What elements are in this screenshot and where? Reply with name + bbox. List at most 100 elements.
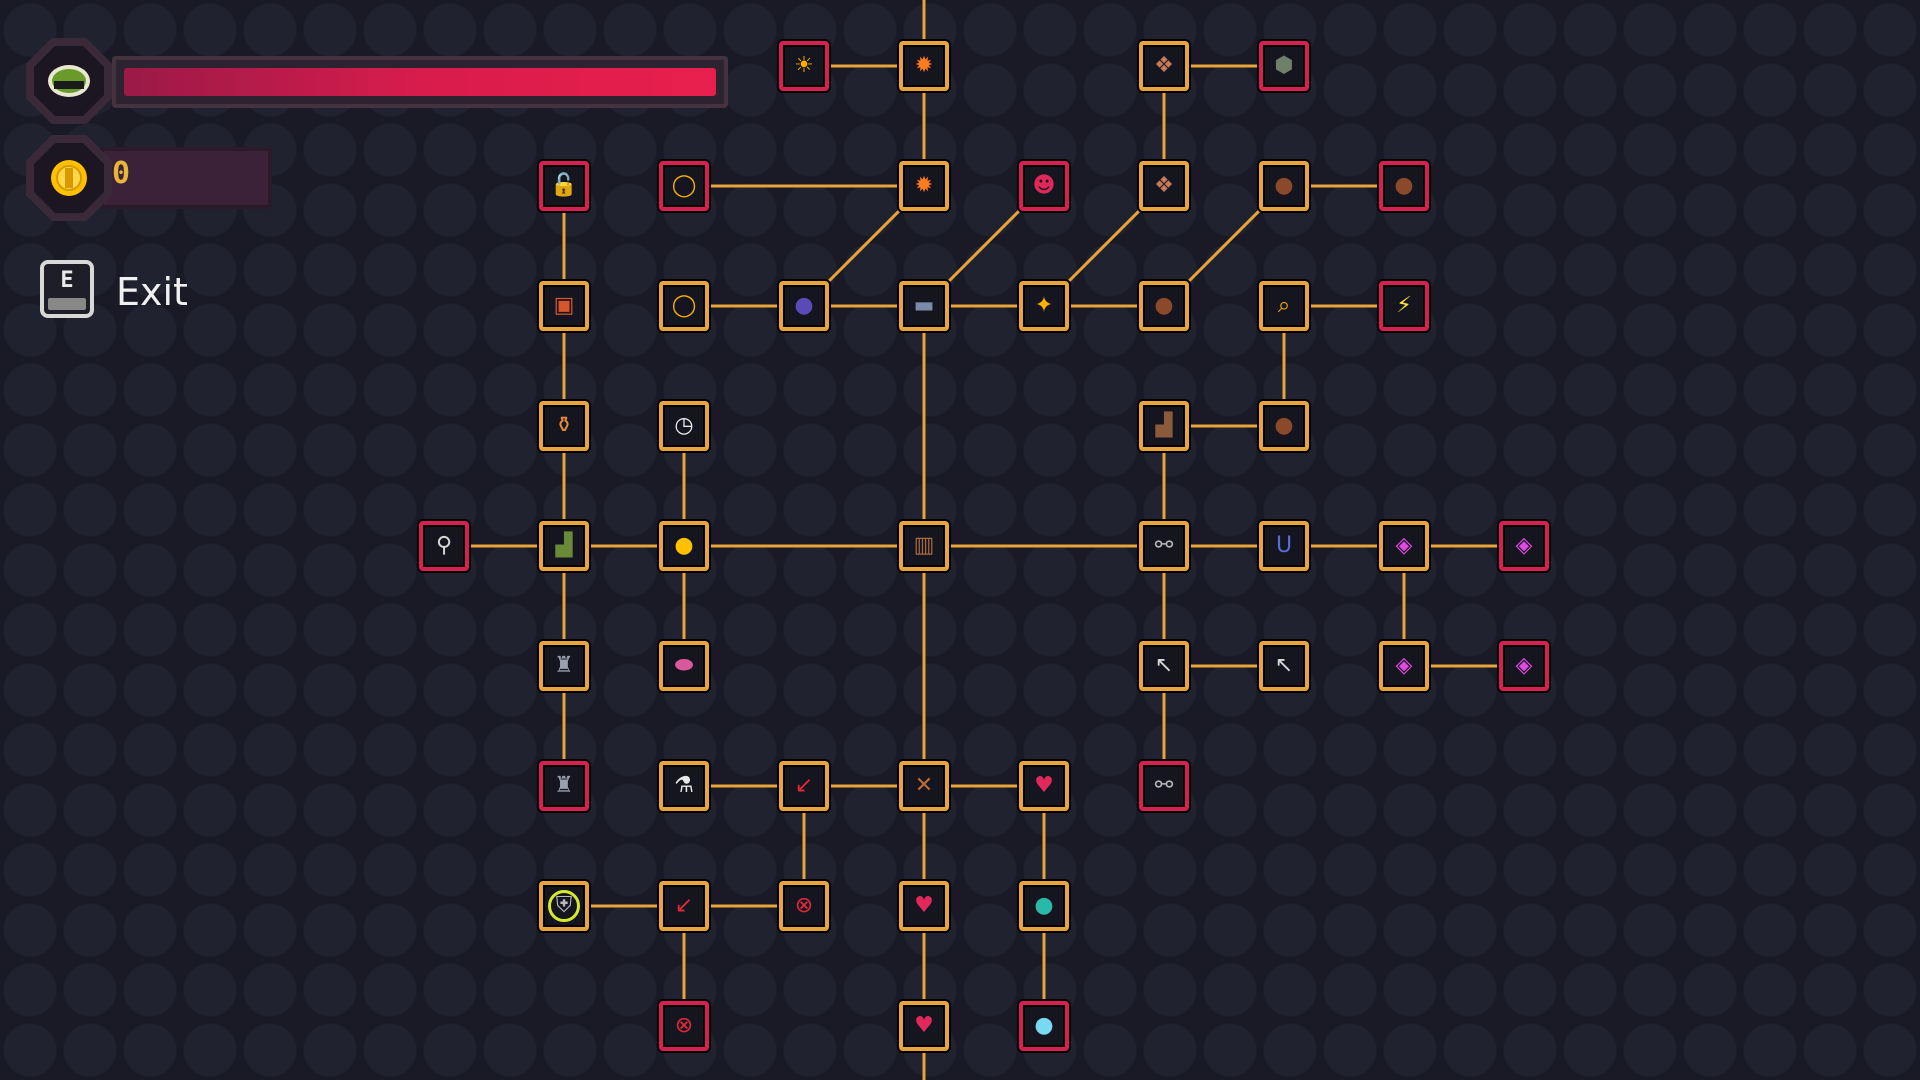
skill-node-pouch[interactable]: ●: [1379, 161, 1429, 211]
arrow-down-left-icon: ↙: [794, 773, 814, 798]
skill-node-rocks[interactable]: ❖: [1139, 161, 1189, 211]
crosshair-icon: ⊗: [794, 893, 814, 918]
potion-icon: ⚱: [554, 413, 574, 438]
skill-node-bubble[interactable]: ●: [1019, 881, 1069, 931]
player-avatar: [26, 38, 112, 124]
skill-node-gold-coin[interactable]: ●: [659, 521, 709, 571]
skill-node-heart[interactable]: ♥: [1019, 761, 1069, 811]
rocks-icon: ❖: [1154, 53, 1174, 78]
skill-node-bubble[interactable]: ●: [1019, 1001, 1069, 1051]
door-icon: ▥: [913, 533, 935, 558]
bubble-icon: ●: [1034, 1013, 1054, 1038]
stone-icon: ⬢: [1274, 53, 1294, 78]
heart-icon: ♥: [914, 893, 934, 918]
skill-node-crosshair[interactable]: ⊗: [659, 1001, 709, 1051]
skill-node-magic-eye[interactable]: ◈: [1499, 641, 1549, 691]
anvil-icon: ▬: [913, 293, 935, 318]
boot-icon: ▟: [555, 533, 573, 558]
skill-node-ring[interactable]: ◯: [659, 161, 709, 211]
gold-coin-icon: [51, 160, 87, 196]
skill-node-boot[interactable]: ▟: [1139, 401, 1189, 451]
skill-node-potion[interactable]: ⚱: [539, 401, 589, 451]
skill-node-arrow[interactable]: ↖: [1259, 641, 1309, 691]
skill-node-anvil-stand[interactable]: ♜: [539, 641, 589, 691]
mortar-icon: ⚗: [674, 773, 694, 798]
helmet-icon: [48, 65, 90, 97]
skill-node-heart[interactable]: ♥: [899, 1001, 949, 1051]
skill-node-explosion[interactable]: ✹: [899, 161, 949, 211]
skill-node-magic-eye[interactable]: ◈: [1499, 521, 1549, 571]
magic-eye-icon: ◈: [1515, 653, 1533, 678]
ring-icon: ◯: [671, 173, 697, 198]
pouch-icon: ●: [1394, 173, 1414, 198]
bubble-icon: ●: [1034, 893, 1054, 918]
skill-node-shield[interactable]: ⛨: [539, 881, 589, 931]
demon-icon: ☻: [1032, 173, 1056, 198]
skill-node-pouch[interactable]: ●: [1259, 161, 1309, 211]
magic-eye-icon: ◈: [1395, 533, 1413, 558]
skill-node-bandage[interactable]: ⬬: [659, 641, 709, 691]
skill-node-padlock[interactable]: 🔓: [539, 161, 589, 211]
magic-eye-icon: ◈: [1395, 653, 1413, 678]
chest-icon: ▣: [553, 293, 575, 318]
padlock-icon: 🔓: [550, 173, 578, 198]
coin-badge: [26, 135, 112, 221]
skill-node-orb[interactable]: ✦: [1019, 281, 1069, 331]
skill-node-pouch[interactable]: ●: [1259, 401, 1309, 451]
shield-icon: ⛨: [555, 893, 573, 918]
magic-eye-icon: ◈: [1515, 533, 1533, 558]
skill-node-stone[interactable]: ⬢: [1259, 41, 1309, 91]
skill-node-wrench[interactable]: ⚲: [419, 521, 469, 571]
skill-node-ring[interactable]: ◯: [659, 281, 709, 331]
skill-node-magic-eye[interactable]: ◈: [1379, 641, 1429, 691]
skill-node-bomb[interactable]: ●: [779, 281, 829, 331]
skill-node-pouch[interactable]: ●: [1139, 281, 1189, 331]
skill-node-magnet[interactable]: U: [1259, 521, 1309, 571]
ring-icon: ◯: [671, 293, 697, 318]
chain-icon: ⚯: [1154, 773, 1174, 798]
skill-node-door[interactable]: ▥: [899, 521, 949, 571]
anvil-stand-icon: ♜: [554, 773, 574, 798]
skill-node-chest[interactable]: ▣: [539, 281, 589, 331]
gold-coin-icon: ●: [674, 533, 694, 558]
skill-node-magnifier[interactable]: ⌕: [1259, 281, 1309, 331]
anvil-stand-icon: ♜: [554, 653, 574, 678]
skill-node-boot[interactable]: ▟: [539, 521, 589, 571]
wrench-icon: ⚲: [435, 533, 453, 558]
skill-node-anvil[interactable]: ▬: [899, 281, 949, 331]
bomb-icon: ●: [794, 293, 814, 318]
magnifier-icon: ⌕: [1277, 293, 1291, 318]
exit-key-icon[interactable]: E: [40, 260, 94, 318]
skill-node-chain[interactable]: ⚯: [1139, 521, 1189, 571]
rocks-icon: ❖: [1154, 173, 1174, 198]
skill-node-arrow-down-left[interactable]: ↙: [779, 761, 829, 811]
skill-node-arrow[interactable]: ↖: [1139, 641, 1189, 691]
pouch-icon: ●: [1274, 173, 1294, 198]
skill-node-chain[interactable]: ⚯: [1139, 761, 1189, 811]
skill-node-anvil-stand[interactable]: ♜: [539, 761, 589, 811]
skill-node-clock[interactable]: ◷: [659, 401, 709, 451]
exit-label[interactable]: Exit: [116, 270, 188, 314]
pouch-icon: ●: [1274, 413, 1294, 438]
health-bar-fill: [124, 68, 716, 96]
skill-node-sun[interactable]: ☀: [779, 41, 829, 91]
skill-node-mortar[interactable]: ⚗: [659, 761, 709, 811]
skill-node-rocks[interactable]: ❖: [1139, 41, 1189, 91]
sun-icon: ☀: [794, 53, 814, 78]
skill-node-lightning[interactable]: ⚡: [1379, 281, 1429, 331]
skill-node-arrow-down-left[interactable]: ↙: [659, 881, 709, 931]
skill-node-heart[interactable]: ♥: [899, 881, 949, 931]
skill-node-crossbow[interactable]: ✕: [899, 761, 949, 811]
bandage-icon: ⬬: [674, 653, 694, 678]
explosion-icon: ✹: [914, 53, 934, 78]
skill-node-demon[interactable]: ☻: [1019, 161, 1069, 211]
skill-node-explosion[interactable]: ✹: [899, 41, 949, 91]
crosshair-icon: ⊗: [674, 1013, 694, 1038]
skill-node-magic-eye[interactable]: ◈: [1379, 521, 1429, 571]
skill-node-crosshair[interactable]: ⊗: [779, 881, 829, 931]
chain-icon: ⚯: [1154, 533, 1174, 558]
heart-icon: ♥: [1034, 773, 1054, 798]
magnet-icon: U: [1275, 533, 1293, 558]
health-bar: [112, 56, 728, 108]
